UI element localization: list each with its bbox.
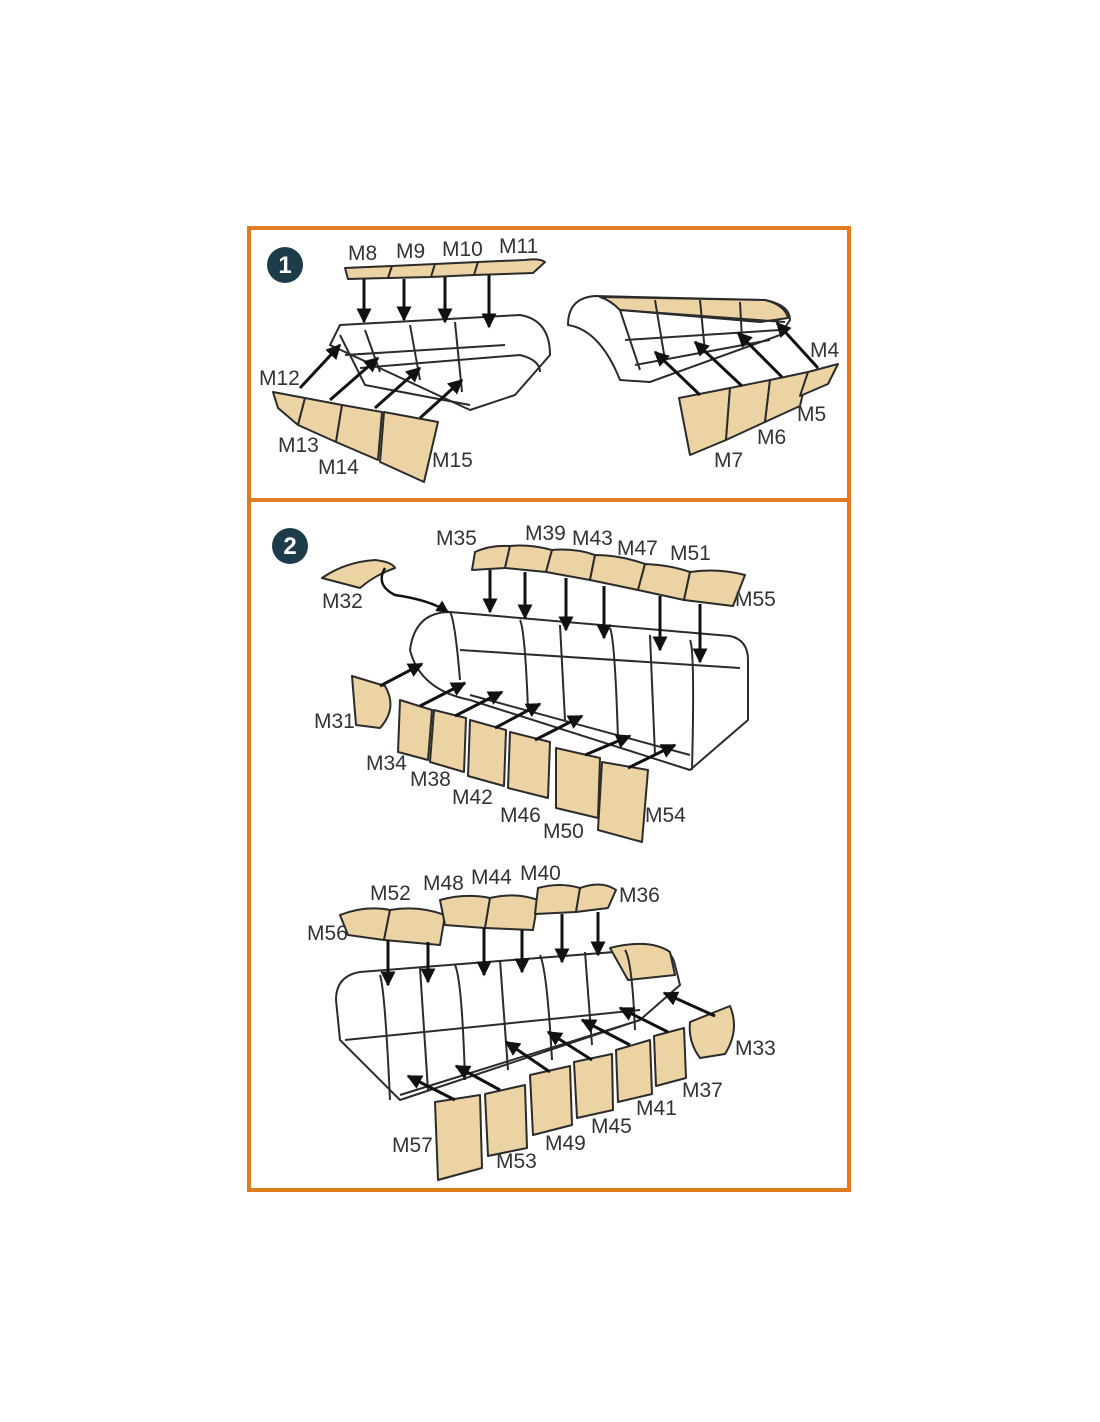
label-m42: M42	[452, 786, 493, 809]
mask-m40	[534, 884, 581, 915]
mask-m37	[653, 1027, 687, 1087]
masks-m8-m11	[344, 258, 546, 280]
mask-m46	[507, 731, 551, 799]
label-m10: M10	[442, 238, 483, 261]
masks-m12-m15	[272, 391, 439, 483]
step1-right-canopy	[567, 295, 791, 383]
instruction-frame	[247, 226, 851, 1192]
label-m7: M7	[714, 449, 743, 472]
mask-m31	[351, 675, 392, 729]
step-1-number: 1	[278, 252, 291, 279]
label-m38: M38	[410, 768, 451, 791]
label-m49: M49	[545, 1132, 586, 1155]
mask-m49	[529, 1065, 573, 1136]
step-2-badge	[272, 528, 308, 564]
mask-m38	[429, 709, 467, 773]
mask-m39	[504, 544, 553, 573]
label-m52: M52	[370, 882, 411, 905]
mask-m9	[387, 263, 436, 279]
mask-m36	[575, 883, 617, 913]
masks-m4-m7	[678, 363, 839, 456]
label-m33: M33	[735, 1037, 776, 1060]
label-m8: M8	[348, 242, 377, 265]
step2-lower-top-arrows	[380, 912, 606, 987]
step-1: 1	[259, 235, 839, 483]
label-m37: M37	[682, 1079, 723, 1102]
label-m50: M50	[543, 820, 584, 843]
label-m45: M45	[591, 1115, 632, 1138]
mask-m41	[615, 1039, 653, 1103]
mask-m34	[397, 699, 433, 761]
label-m6: M6	[757, 426, 786, 449]
label-m40: M40	[520, 862, 561, 885]
label-m44: M44	[471, 866, 512, 889]
mask-m47	[589, 554, 646, 591]
label-m41: M41	[636, 1097, 677, 1120]
mask-m42	[467, 719, 507, 787]
step1-left-canopy	[329, 314, 551, 411]
mask-m57	[434, 1094, 483, 1181]
mask-m44	[484, 894, 539, 931]
mask-m11	[473, 258, 546, 276]
mask-m5	[764, 371, 809, 423]
label-m31: M31	[314, 710, 355, 733]
label-m46: M46	[500, 804, 541, 827]
step2-lower-side-arrows	[406, 991, 716, 1102]
label-m15: M15	[432, 449, 473, 472]
masks-m35-m55	[471, 544, 746, 607]
mask-m4	[799, 363, 839, 397]
label-m39: M39	[525, 522, 566, 545]
mask-m53	[484, 1084, 528, 1157]
label-m11: M11	[499, 235, 538, 258]
label-m36: M36	[619, 884, 660, 907]
label-m32: M32	[322, 590, 363, 613]
label-m9: M9	[396, 240, 425, 263]
label-m5: M5	[797, 403, 826, 426]
label-m56: M56	[307, 922, 348, 945]
mask-m45	[573, 1053, 614, 1119]
masks-m57-m33	[434, 1005, 735, 1181]
mask-m15	[379, 411, 439, 483]
label-m47: M47	[617, 537, 658, 560]
mask-m51	[637, 563, 691, 601]
step1-left-arrows	[298, 275, 497, 420]
label-m4: M4	[810, 339, 839, 362]
label-m55: M55	[735, 588, 776, 611]
step2-upper-top-arrows	[482, 570, 708, 664]
mask-m43	[545, 548, 596, 581]
label-m43: M43	[572, 527, 613, 550]
step1-right-arrows	[653, 321, 820, 397]
mask-m10	[430, 261, 479, 278]
masks-m56-m36	[339, 883, 617, 946]
step-1-badge	[267, 247, 303, 283]
mask-m8	[344, 265, 393, 280]
mask-m33	[688, 1005, 735, 1059]
label-m57: M57	[392, 1134, 433, 1157]
mask-m14	[335, 404, 383, 461]
label-m53: M53	[496, 1150, 537, 1173]
mask-m35	[471, 544, 511, 571]
label-m14: M14	[318, 456, 359, 479]
mask-m55	[683, 569, 746, 607]
mask-m32	[321, 559, 396, 589]
mask-m52	[383, 907, 446, 946]
mask-m48	[439, 894, 491, 929]
masks-m31-m54	[351, 675, 649, 843]
mask-m7	[678, 387, 731, 456]
label-m13: M13	[278, 434, 319, 457]
label-m12: M12	[259, 367, 300, 390]
label-m51: M51	[670, 542, 711, 565]
step-2-number: 2	[283, 533, 296, 560]
label-m54: M54	[645, 804, 686, 827]
step-2: 2	[272, 522, 776, 1181]
label-m34: M34	[366, 752, 407, 775]
mask-m54	[597, 761, 649, 843]
label-m35: M35	[436, 527, 477, 550]
label-m48: M48	[423, 872, 464, 895]
step2-upper-side-arrows	[379, 662, 677, 770]
mask-m50	[555, 747, 601, 819]
